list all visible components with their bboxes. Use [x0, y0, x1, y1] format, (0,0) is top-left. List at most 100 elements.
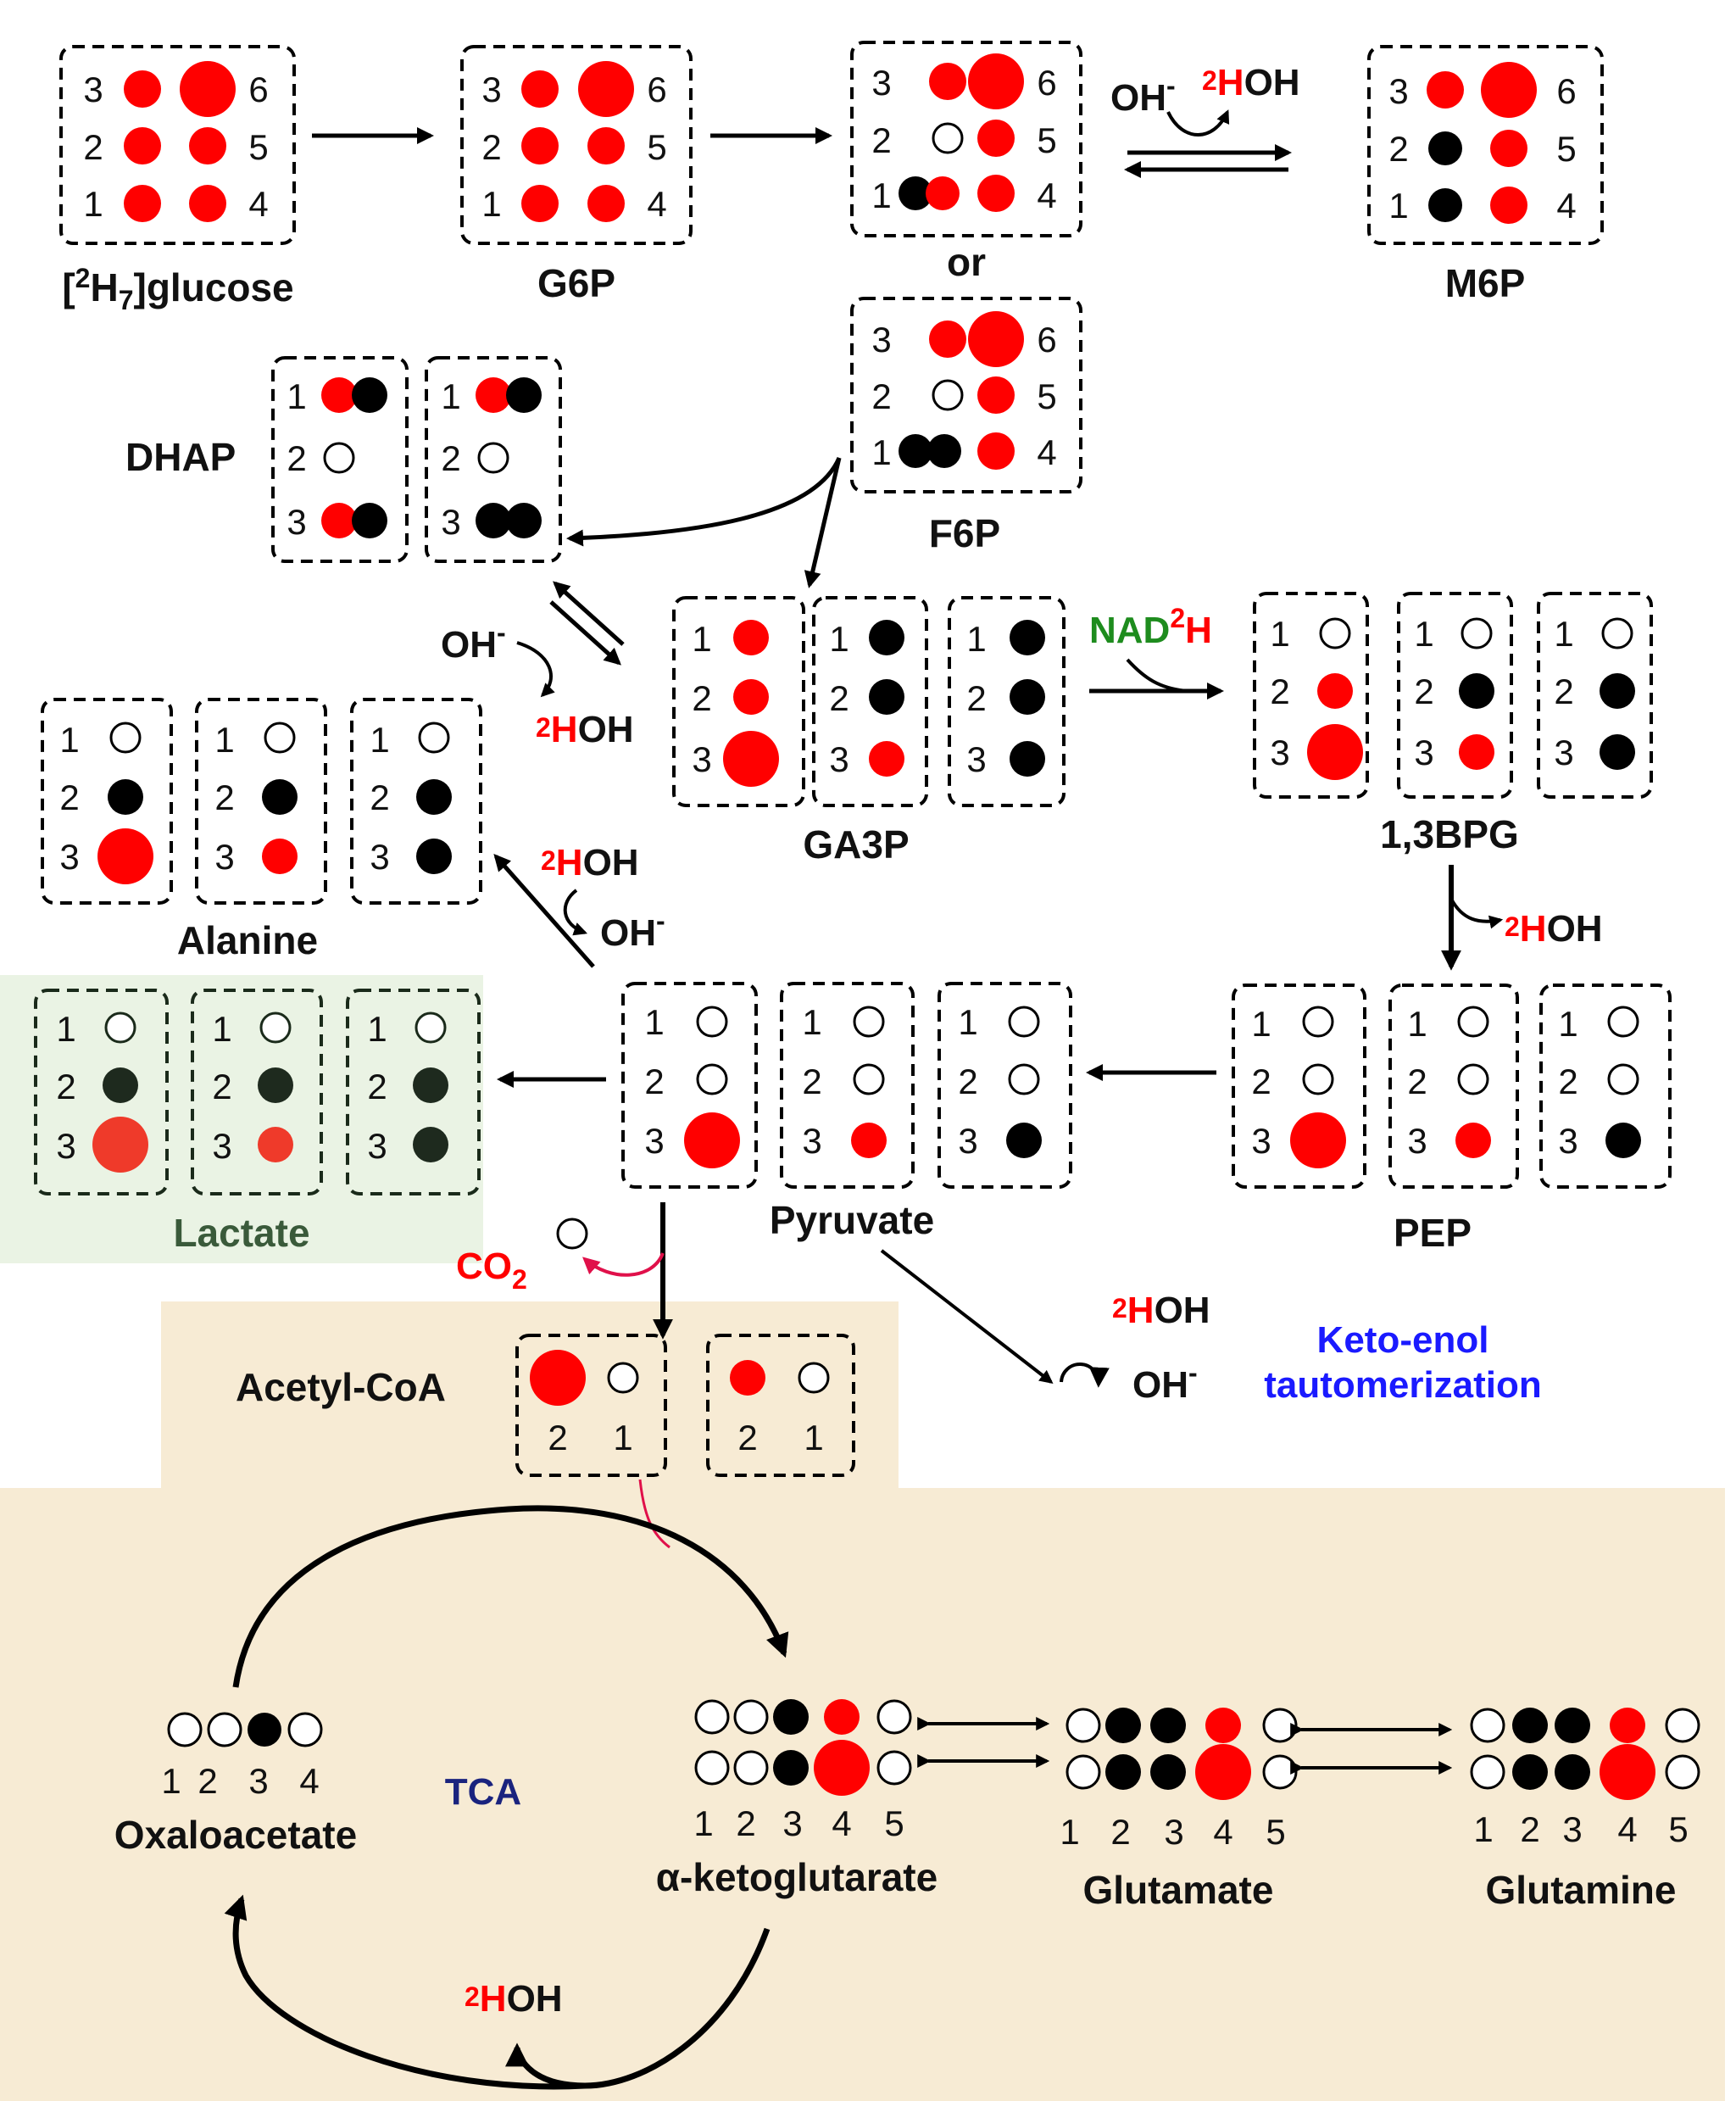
exchanged-dot: [416, 779, 452, 815]
exchanged-dot: [506, 377, 542, 413]
label-dot: [968, 53, 1024, 109]
open-dot: [1457, 1006, 1489, 1038]
position-number: 1: [370, 720, 389, 760]
label-dot: [851, 1123, 887, 1158]
exchange-curl: [1449, 898, 1504, 929]
position-number: 2: [966, 678, 986, 718]
exchanged-dot: [1555, 1754, 1590, 1790]
alanine-box-1: 1 2 3: [41, 698, 173, 905]
position-number: 3: [1407, 1121, 1427, 1161]
pyruvate-box-2: 1 2 3: [780, 982, 915, 1189]
position-number: 3: [644, 1121, 664, 1161]
label-dot: [476, 377, 511, 413]
exchanged-dot: [416, 839, 452, 874]
position-number: 1: [367, 1009, 387, 1049]
lactate-panel: [0, 975, 483, 1263]
label-dot: [1205, 1708, 1241, 1743]
position-number: 3: [1562, 1809, 1582, 1849]
position-number: 5: [1556, 129, 1576, 169]
label-dot: [1307, 724, 1363, 780]
exchanged-dot: [1600, 734, 1635, 770]
label-dot: [124, 185, 161, 222]
position-number: 3: [958, 1121, 977, 1161]
position-number: 2: [871, 376, 891, 416]
position-number: 1: [966, 619, 986, 659]
glutamate-label: Glutamate: [1083, 1868, 1274, 1912]
exchanged-dot: [773, 1750, 809, 1786]
open-dot: [167, 1712, 203, 1747]
hydroxide-label: OH-: [1110, 70, 1176, 119]
position-number: 2: [1388, 129, 1408, 169]
lactate-label: Lactate: [173, 1211, 309, 1255]
label-dot: [180, 61, 236, 117]
label-dot: [1490, 130, 1527, 167]
exchanged-dot: [1150, 1754, 1186, 1790]
position-number: 3: [287, 502, 306, 542]
glutamate-dots: 1 2 3 4 5: [1060, 1708, 1298, 1852]
open-dot: [1461, 617, 1493, 649]
label-dot: [926, 176, 960, 210]
exchanged-dot: [1600, 673, 1635, 709]
label-dot: [262, 839, 298, 874]
position-number: 1: [56, 1009, 75, 1049]
label-dot: [124, 70, 161, 108]
position-number: 5: [1037, 120, 1056, 160]
open-dot: [932, 122, 964, 154]
label-dot: [521, 185, 559, 222]
dhap-label: DHAP: [125, 435, 236, 479]
position-number: 1: [83, 184, 103, 224]
water-label: 2HOH: [1112, 1290, 1210, 1331]
open-dot: [477, 442, 509, 474]
pep-box-1: 1 2 3: [1232, 984, 1366, 1189]
position-number: 1: [958, 1002, 977, 1042]
arrow: [549, 600, 621, 666]
keto-enol-label: Keto-enol: [1317, 1319, 1489, 1361]
position-number: 1: [613, 1418, 632, 1457]
position-number: 2: [1558, 1062, 1577, 1101]
position-number: 1: [871, 176, 891, 215]
position-number: 2: [370, 777, 389, 817]
label-dot: [733, 620, 769, 655]
position-number: 1: [1251, 1004, 1271, 1044]
position-number: 2: [802, 1062, 821, 1101]
label-dot: [189, 127, 226, 164]
exchanged-dot: [1605, 1123, 1641, 1158]
open-dot: [733, 1750, 769, 1786]
label-dot: [730, 1360, 765, 1396]
dhap-box-2: 1 2 3: [425, 356, 562, 563]
position-number: 2: [1251, 1062, 1271, 1101]
position-number: 2: [736, 1803, 755, 1843]
position-number: 4: [832, 1803, 851, 1843]
arrow: [553, 581, 625, 646]
position-number: 2: [548, 1418, 567, 1457]
f6p-label: F6P: [929, 511, 1000, 555]
label-dot: [587, 127, 625, 164]
label-dot: [321, 503, 357, 538]
open-dot: [104, 1011, 136, 1044]
lactate-box-3: 1 2 3: [346, 989, 481, 1195]
arrow: [880, 1249, 1054, 1384]
position-number: 1: [1473, 1809, 1493, 1849]
dhap-box-1: 1 2 3: [271, 356, 409, 563]
position-number: 1: [644, 1002, 664, 1042]
open-dot: [418, 722, 450, 754]
arrow-to-ga3p: [804, 457, 842, 588]
akg-dots: 1 2 3 4 5: [693, 1699, 912, 1843]
open-dot: [207, 1712, 242, 1747]
label-dot: [814, 1740, 870, 1796]
position-number: 5: [884, 1803, 904, 1843]
open-dot: [1607, 1063, 1639, 1095]
position-number: 3: [1414, 733, 1433, 772]
position-number: 2: [1270, 672, 1289, 711]
ga3p-box-1: 1 2 3: [672, 596, 805, 807]
label-dot: [1481, 62, 1537, 118]
position-number: 1: [1388, 186, 1408, 226]
water-label: 2HOH: [1202, 62, 1300, 103]
position-number: 3: [481, 70, 501, 109]
label-dot: [1490, 187, 1527, 224]
label-dot: [1427, 71, 1464, 109]
position-number: 1: [481, 184, 501, 224]
position-number: 3: [1251, 1121, 1271, 1161]
open-dot: [694, 1699, 730, 1735]
position-number: 1: [287, 376, 306, 416]
